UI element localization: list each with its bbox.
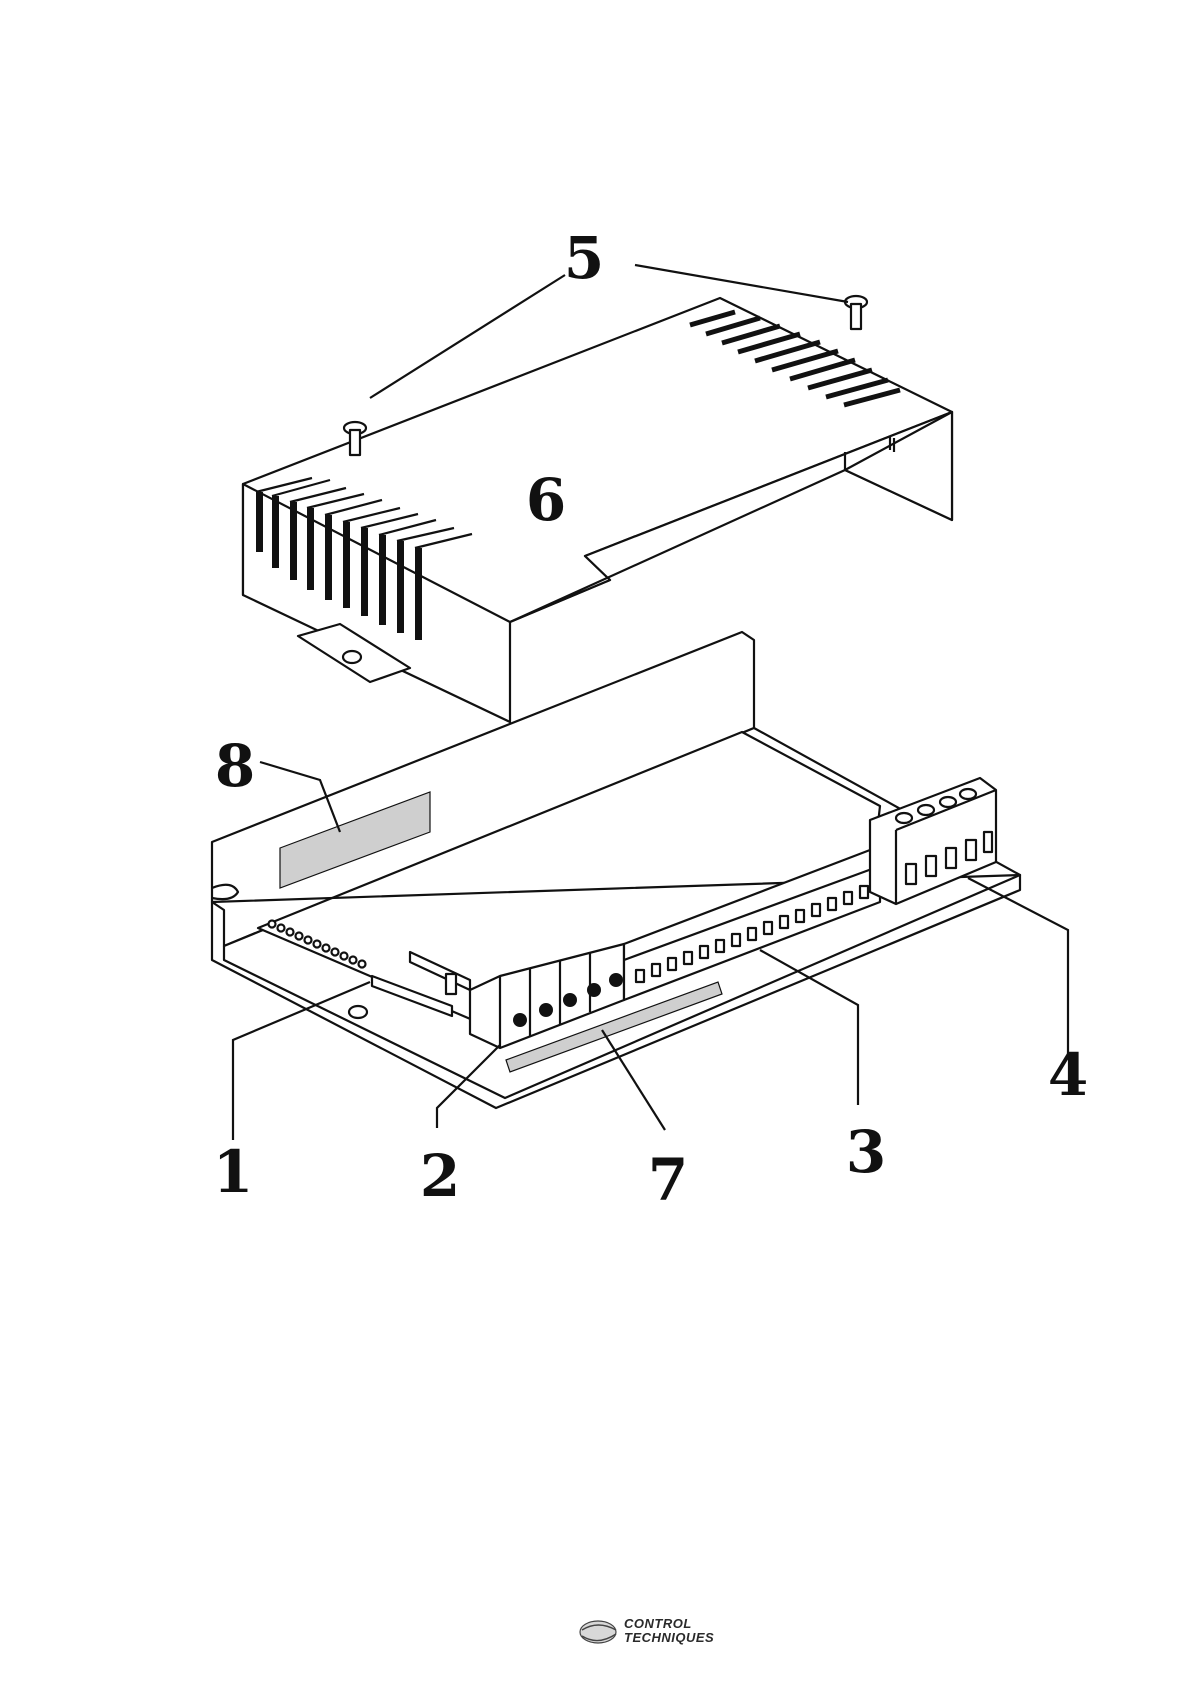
logo-line1: CONTROL bbox=[624, 1616, 692, 1631]
logo-line2: TECHNIQUES bbox=[624, 1630, 714, 1645]
callout-1: 1 bbox=[213, 1138, 253, 1206]
callout-2: 2 bbox=[420, 1142, 460, 1210]
screw-right bbox=[845, 296, 867, 329]
callout-3: 3 bbox=[846, 1118, 886, 1186]
company-logo: CONTROL TECHNIQUES bbox=[580, 1616, 714, 1645]
callout-4: 4 bbox=[1048, 1041, 1088, 1109]
callout-7: 7 bbox=[648, 1146, 688, 1214]
callout-8: 8 bbox=[215, 732, 255, 800]
callout-6: 6 bbox=[526, 466, 566, 534]
globe-swoosh-icon bbox=[580, 1621, 616, 1643]
chassis bbox=[212, 632, 1020, 1108]
cover bbox=[243, 298, 952, 722]
leader-5b bbox=[635, 265, 848, 302]
callout-5: 5 bbox=[564, 224, 604, 292]
leader-7 bbox=[602, 1030, 665, 1130]
